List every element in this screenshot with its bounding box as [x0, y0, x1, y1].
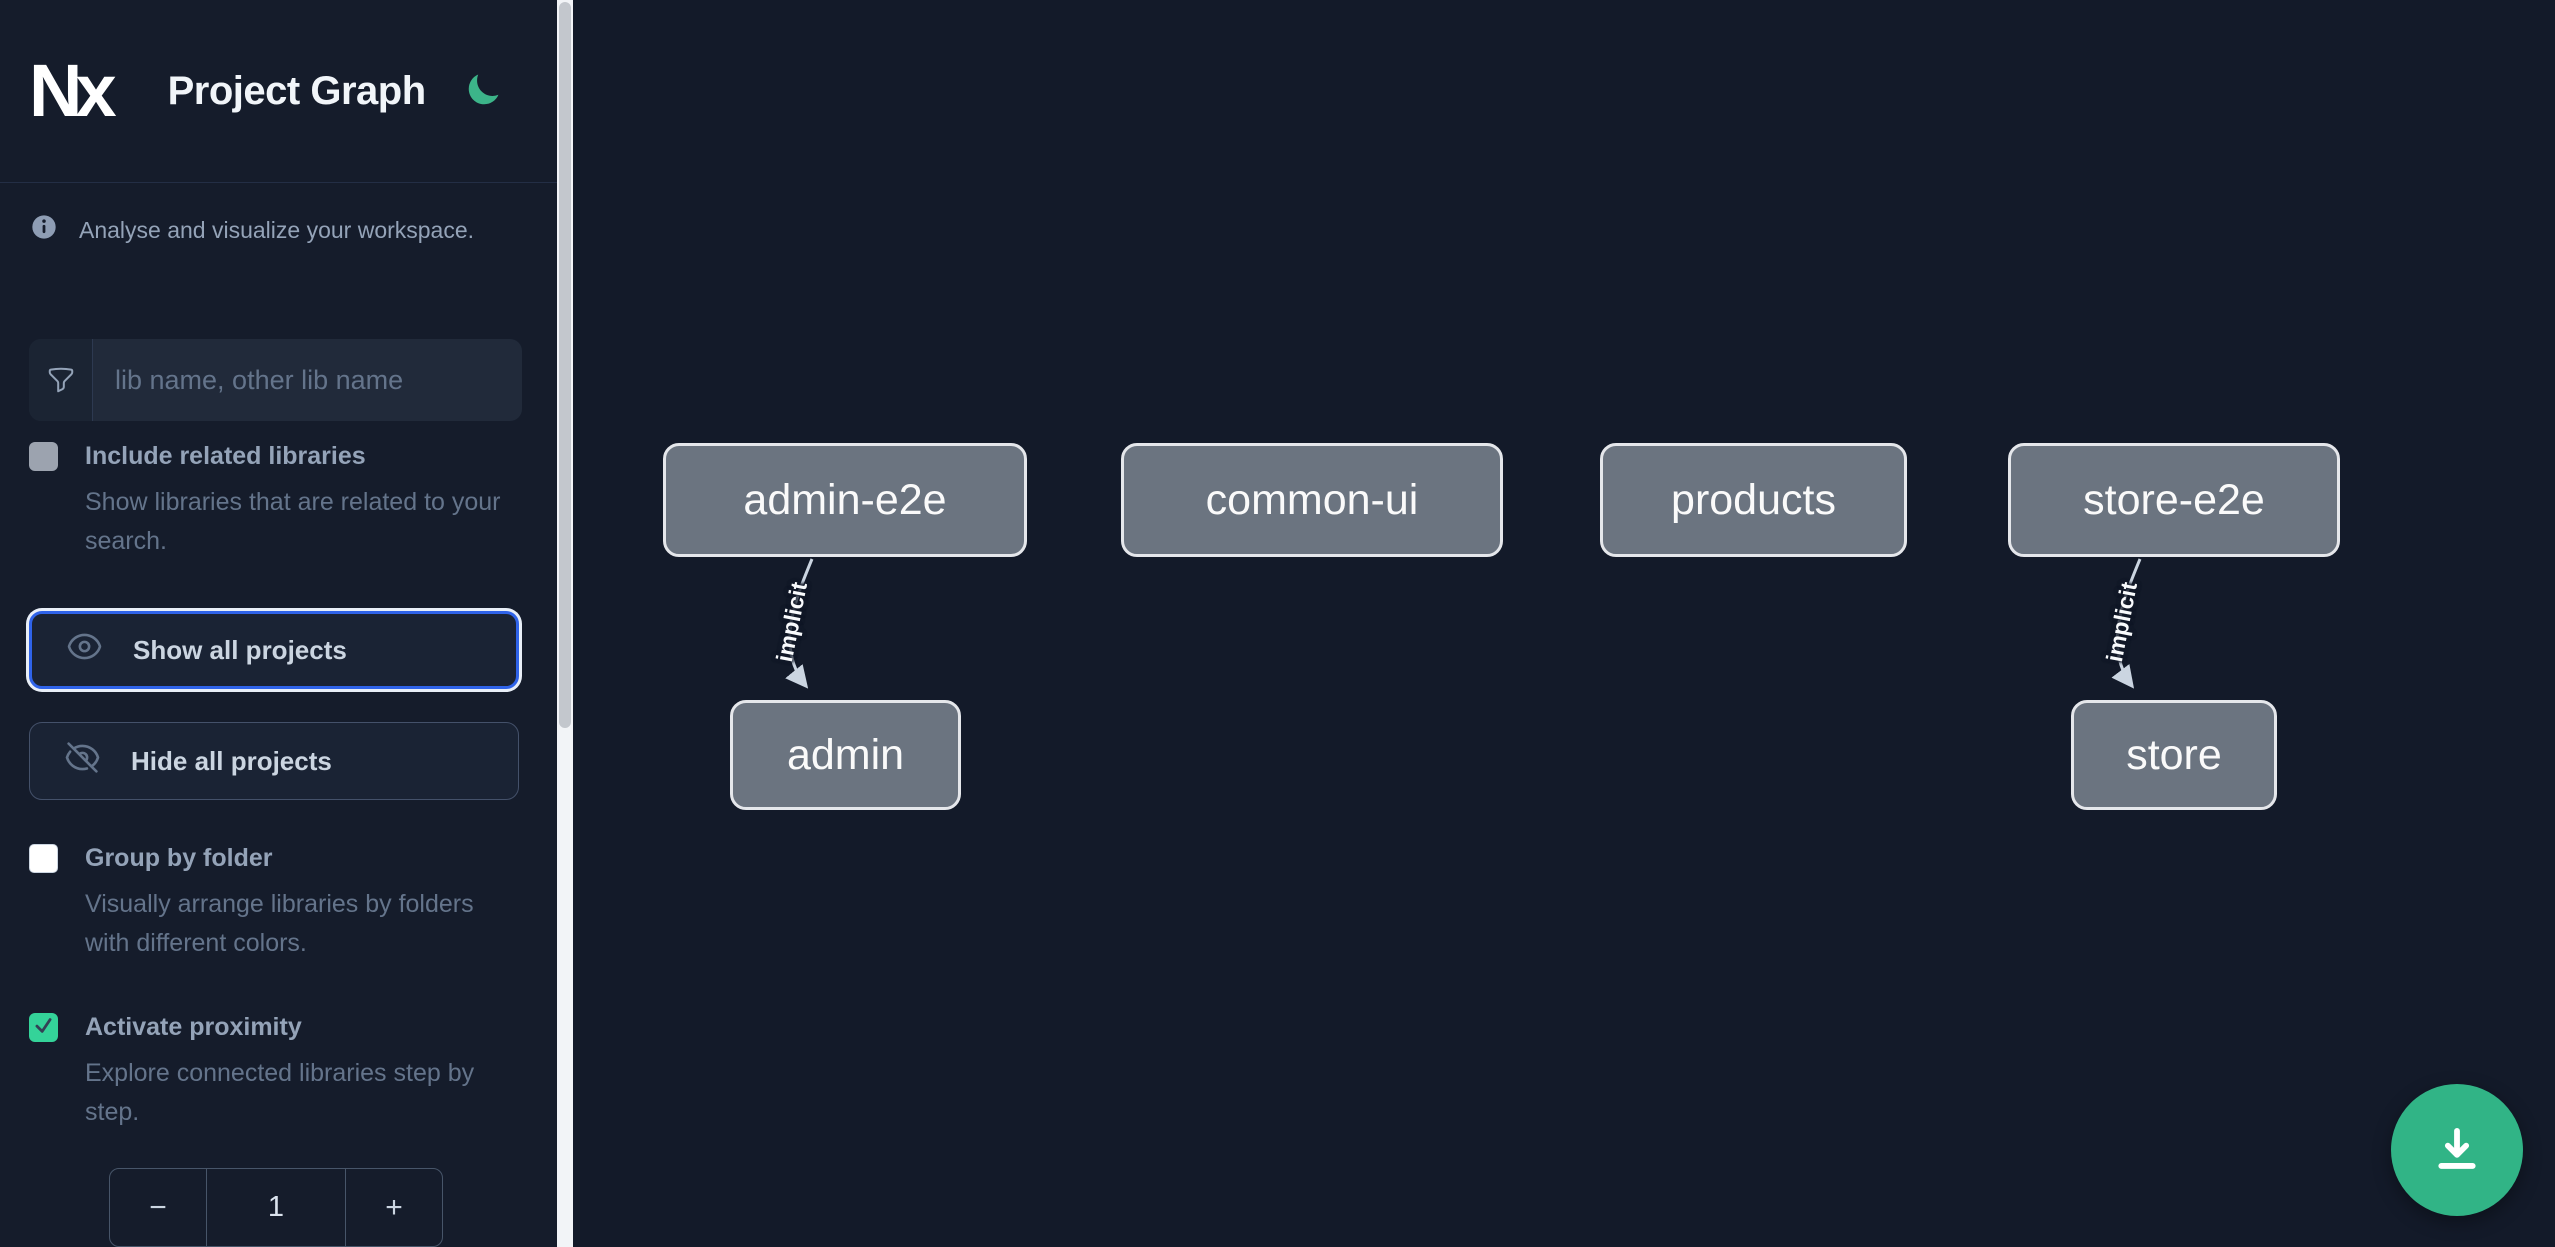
option-label[interactable]: Activate proximity [85, 1013, 302, 1041]
tagline-text: Analyse and visualize your workspace. [79, 216, 475, 243]
filter-input[interactable] [93, 339, 522, 421]
option-label[interactable]: Include related libraries [85, 442, 366, 470]
info-icon [30, 213, 58, 247]
graph-node-store-e2e[interactable]: store-e2e [2008, 443, 2340, 557]
decrement-button[interactable]: − [110, 1169, 207, 1246]
option-include-related: Include related libraries Show libraries… [0, 437, 557, 561]
show-all-projects-label: Show all projects [133, 634, 347, 665]
node-label: common-ui [1205, 475, 1419, 524]
graph-node-admin[interactable]: admin [730, 700, 961, 810]
graph-node-admin-e2e[interactable]: admin-e2e [663, 443, 1027, 557]
checkmark-icon [33, 1015, 54, 1041]
funnel-icon [29, 339, 93, 421]
proximity-depth-stepper: − 1 + [109, 1168, 443, 1247]
option-text: Include related libraries Show libraries… [85, 437, 521, 561]
node-label: products [1671, 475, 1836, 524]
node-label: admin-e2e [743, 475, 947, 524]
nx-logo: Nx [29, 49, 117, 132]
moon-icon [464, 71, 502, 112]
option-activate-proximity: Activate proximity Explore connected lib… [0, 1008, 557, 1132]
activate-proximity-checkbox[interactable] [29, 1013, 58, 1042]
node-label: store [2126, 730, 2222, 779]
edge-store-e2e-to-store [2111, 558, 2142, 689]
graph-node-products[interactable]: products [1600, 443, 1907, 557]
group-by-folder-checkbox[interactable] [29, 844, 58, 873]
eye-off-icon [64, 739, 101, 783]
option-description: Visually arrange libraries by folders wi… [85, 890, 474, 957]
project-graph-canvas[interactable]: admin-e2e common-ui products store-e2e a… [573, 0, 2555, 1247]
option-label[interactable]: Group by folder [85, 844, 273, 872]
option-description: Show libraries that are related to your … [85, 488, 501, 555]
include-related-checkbox[interactable] [29, 442, 58, 471]
option-text: Group by folder Visually arrange librari… [85, 839, 521, 963]
graph-node-common-ui[interactable]: common-ui [1121, 443, 1503, 557]
download-graph-button[interactable] [2391, 1084, 2523, 1216]
proximity-depth-value: 1 [267, 1191, 285, 1223]
graph-node-store[interactable]: store [2071, 700, 2277, 810]
download-icon [2428, 1120, 2486, 1181]
search-box [29, 339, 522, 421]
page-title: Project Graph [167, 68, 427, 113]
sidebar: Nx Project Graph [0, 0, 573, 1247]
graph-edges [785, 558, 2142, 689]
option-group-by-folder: Group by folder Visually arrange librari… [0, 839, 557, 963]
hide-all-projects-label: Hide all projects [131, 745, 332, 776]
increment-button[interactable]: + [345, 1169, 442, 1246]
node-label: store-e2e [2083, 475, 2265, 524]
eye-icon [66, 628, 103, 672]
theme-toggle-button[interactable] [463, 71, 503, 111]
hide-all-projects-button[interactable]: Hide all projects [29, 722, 519, 800]
scrollbar-thumb[interactable] [559, 2, 571, 728]
sidebar-content: Nx Project Graph [0, 0, 557, 1247]
edge-admin-e2e-to-admin [785, 558, 814, 689]
workspace-tagline: Analyse and visualize your workspace. [0, 183, 557, 247]
option-text: Activate proximity Explore connected lib… [85, 1008, 521, 1132]
show-all-projects-button[interactable]: Show all projects [29, 611, 519, 689]
option-description: Explore connected libraries step by step… [85, 1059, 475, 1126]
sidebar-header: Nx Project Graph [0, 0, 557, 183]
sidebar-scrollbar[interactable] [557, 0, 573, 1247]
node-label: admin [786, 730, 905, 779]
